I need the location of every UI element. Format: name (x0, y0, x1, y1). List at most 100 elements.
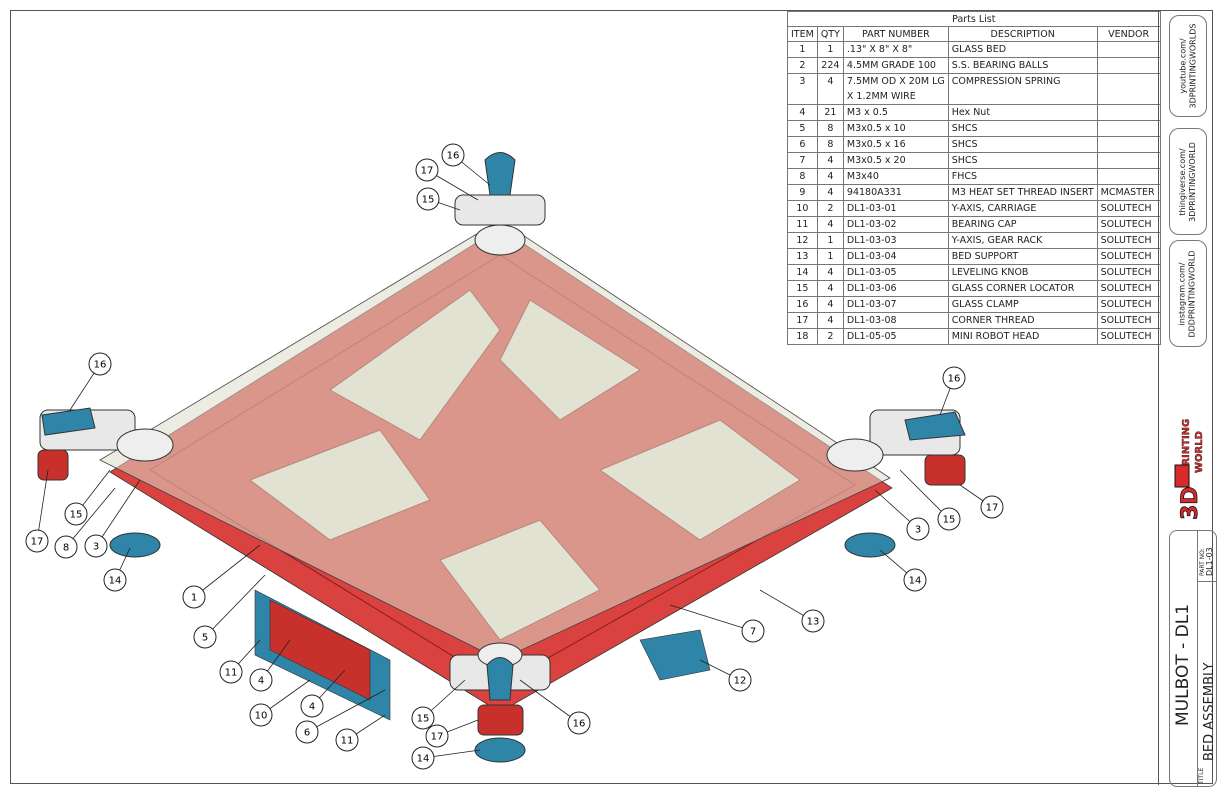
balloon-circle (942, 366, 966, 390)
balloon-number: 15 (943, 515, 956, 526)
part-number-cell: DL1-03-05 (842, 264, 949, 281)
balloon-circle (801, 609, 825, 633)
item-cell: 15 (787, 280, 818, 297)
balloon-callout: 15 (416, 187, 461, 211)
vendor-cell: SOLUTECH (1096, 248, 1161, 265)
balloon-callout: 15 (411, 679, 466, 730)
thingiverse-link-tag[interactable]: thingiverse.com/ 3DPRINTINGWORLD (1169, 128, 1207, 235)
balloon-circle (219, 660, 243, 684)
part-number-cell: DL1-03-02 (842, 216, 949, 233)
part-number-cell: 4.5MM GRADE 100 (842, 57, 949, 74)
balloon-callout: 14 (103, 547, 131, 592)
item-cell: 4 (787, 104, 818, 121)
balloon-callout: 11 (219, 639, 261, 684)
part-number-cell: 7.5MM OD X 20M LG X 1.2MM WIRE (842, 73, 949, 105)
part-number-cell: 94180A331 (842, 184, 949, 201)
vendor-cell (1096, 41, 1161, 58)
parts-list-title: Parts List (787, 11, 1161, 27)
balloon-callout: 15 (64, 469, 111, 526)
column-header: VENDOR (1096, 26, 1161, 42)
qty-cell: 8 (816, 136, 844, 153)
description-cell: M3 HEAT SET THREAD INSERT (947, 184, 1098, 201)
item-cell: 8 (787, 168, 818, 185)
qty-cell: 4 (816, 264, 844, 281)
svg-text:WORLD: WORLD (1194, 431, 1205, 473)
description-cell: GLASS CORNER LOCATOR (947, 280, 1098, 297)
vendor-cell (1096, 120, 1161, 137)
qty-cell: 1 (816, 232, 844, 249)
vendor-cell: SOLUTECH (1096, 264, 1161, 281)
drawing-title: BED ASSEMBLY (1202, 662, 1217, 761)
balloon-number: 14 (417, 754, 430, 765)
balloon-number: 16 (573, 719, 586, 730)
description-cell: LEVELING KNOB (947, 264, 1098, 281)
instagram-link-tag[interactable]: instagram.com/ DDDPRINTINGWORLD (1169, 240, 1207, 347)
part-number-cell: M3x0.5 x 16 (842, 136, 949, 153)
leader-line (95, 479, 141, 547)
vendor-cell (1096, 73, 1161, 105)
youtube-link-tag[interactable]: youtube.com/ 3DPRINTINGWORLDS (1169, 15, 1207, 117)
item-cell: 6 (787, 136, 818, 153)
balloon-number: 16 (94, 360, 107, 371)
svg-text:PRINTING: PRINTING (1181, 419, 1192, 473)
part-number-cell: .13" X 8" X 8" (842, 41, 949, 58)
balloon-number: 16 (447, 151, 460, 162)
balloon-number: 15 (70, 510, 83, 521)
item-cell: 1 (787, 41, 818, 58)
balloon-number: 13 (807, 617, 820, 628)
balloon-number: 15 (422, 195, 435, 206)
carriage-block (269, 599, 371, 701)
thingiverse-link[interactable]: thingiverse.com/ 3DPRINTINGWORLD (1178, 141, 1198, 222)
balloon-circle (295, 720, 319, 744)
description-cell: COMPRESSION SPRING (947, 73, 1098, 105)
part-number-cell: M3x40 (842, 168, 949, 185)
vendor-cell: SOLUTECH (1096, 280, 1161, 297)
item-cell: 17 (787, 312, 818, 329)
corner-assemblies (37, 152, 966, 763)
balloon-number: 4 (258, 676, 264, 687)
balloon-callout: 17 (959, 484, 1004, 519)
vendor-cell (1096, 57, 1161, 74)
qty-cell: 4 (816, 152, 844, 169)
item-cell: 10 (787, 200, 818, 217)
balloon-circle (64, 502, 88, 526)
youtube-link[interactable]: youtube.com/ 3DPRINTINGWORLDS (1178, 23, 1197, 109)
description-cell: BED SUPPORT (947, 248, 1098, 265)
balloon-circle (425, 724, 449, 748)
vendor-cell (1096, 104, 1161, 121)
balloon-circle (335, 728, 359, 752)
balloon-circle (411, 706, 435, 730)
part-number-cell: DL1-03-01 (842, 200, 949, 217)
balloon-circle (249, 668, 273, 692)
balloon-circle (937, 507, 961, 531)
leader-line (65, 487, 116, 548)
qty-cell: 21 (816, 104, 844, 121)
balloon-callout: 16 (519, 679, 591, 735)
qty-cell: 4 (816, 280, 844, 297)
balloon-circle (103, 568, 127, 592)
corner-bottom (449, 642, 551, 763)
item-cell: 2 (787, 57, 818, 74)
balloon-number: 8 (63, 543, 69, 554)
balloon-circle (903, 568, 927, 592)
corner-left (37, 407, 174, 558)
balloon-number: 3 (93, 542, 99, 553)
balloon-callout: 8 (54, 487, 116, 559)
item-cell: 16 (787, 296, 818, 313)
qty-cell: 2 (816, 328, 844, 345)
balloon-number: 14 (909, 576, 922, 587)
instagram-link[interactable]: instagram.com/ DDDPRINTINGWORLD (1178, 249, 1197, 338)
qty-cell: 4 (816, 73, 844, 105)
part-number-cell: M3 x 0.5 (842, 104, 949, 121)
leader-line (519, 679, 580, 724)
title-block: MULBOT - DL1 TITLE BED ASSEMBLY PART NO:… (1169, 530, 1217, 787)
balloon-number: 12 (734, 676, 747, 687)
item-cell: 5 (787, 120, 818, 137)
vendor-cell: SOLUTECH (1096, 200, 1161, 217)
